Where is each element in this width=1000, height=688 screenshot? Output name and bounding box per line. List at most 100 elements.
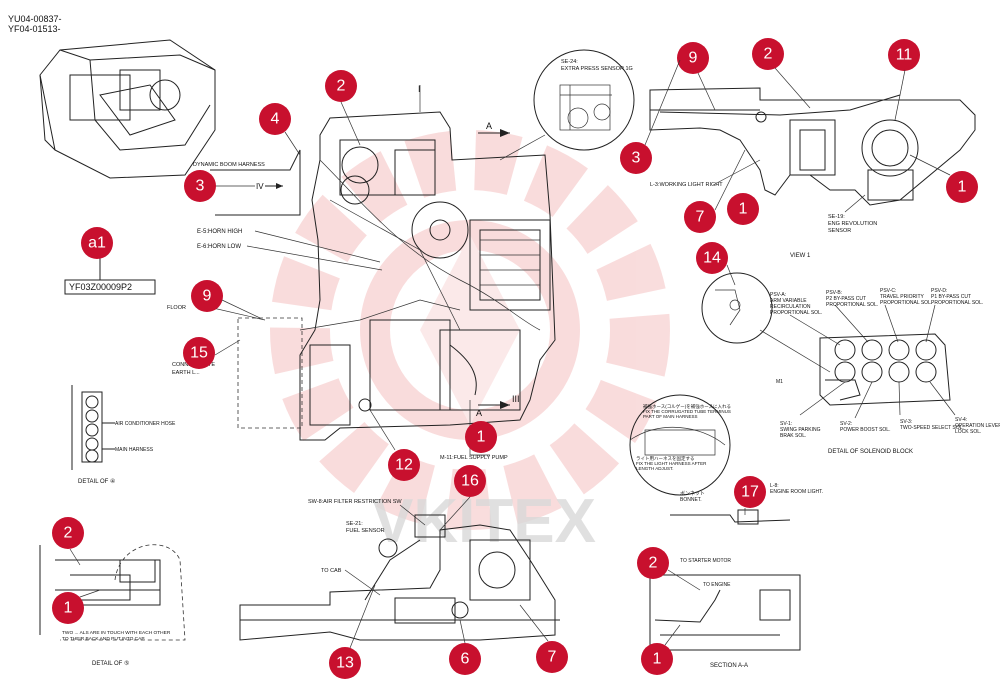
- callout-marker: 17: [734, 476, 766, 508]
- label-jp-note-1: 補強ホース(コルゲー)を補強ホースに入れる FIX THE CORRUGATED…: [643, 403, 732, 419]
- callout-marker: 4: [259, 103, 291, 135]
- label-horn-low: E-6:HORN LOW: [197, 244, 241, 250]
- svg-text:16: 16: [461, 473, 479, 490]
- callout-marker: 11: [888, 39, 920, 71]
- main-machine-details: [299, 85, 541, 456]
- callout-marker: 2: [52, 517, 84, 549]
- label-engine-room-light: L-8:ENGINE ROOM LIGHT.: [770, 483, 823, 495]
- svg-text:a1: a1: [88, 235, 106, 252]
- label-to-engine: TO ENGINE: [703, 582, 731, 588]
- svg-text:1: 1: [653, 651, 662, 668]
- section-arrow-a-top: A: [478, 121, 510, 137]
- svg-text:2: 2: [764, 46, 773, 63]
- excavator-perspective: [39, 39, 216, 179]
- label-section-aa: SECTION A-A: [710, 663, 748, 669]
- callout-marker: 7: [536, 641, 568, 673]
- label-horn-high: E-5:HORN HIGH: [197, 229, 242, 235]
- watermark-text: VKITEX: [372, 487, 596, 556]
- callout-marker: 13: [329, 647, 361, 679]
- label-detail-of-5: DETAIL OF ⑤: [92, 660, 129, 667]
- view-1-drawing: [649, 87, 976, 206]
- svg-text:7: 7: [696, 209, 705, 226]
- solenoid-leaders: [789, 304, 956, 419]
- engine-bottom-view: [239, 514, 560, 641]
- detail-4-hoses: [71, 385, 115, 470]
- callout-marker: 1: [52, 592, 84, 624]
- callout-marker: 7: [684, 201, 716, 233]
- section-mark-roman3: III: [512, 394, 520, 404]
- svg-text:17: 17: [741, 484, 759, 501]
- svg-text:2: 2: [649, 555, 658, 572]
- callout-marker: 9: [191, 280, 223, 312]
- callout-marker: 6: [449, 643, 481, 675]
- label-view-1: VIEW 1: [790, 253, 811, 259]
- callout-marker: 3: [184, 170, 216, 202]
- section-aa-drawing: [649, 509, 801, 651]
- callout-marker: 2: [752, 38, 784, 70]
- section-mark-roman4: IV: [256, 182, 264, 191]
- callout-marker: 9: [677, 42, 709, 74]
- svg-text:12: 12: [395, 457, 413, 474]
- svg-text:2: 2: [64, 525, 73, 542]
- svg-text:6: 6: [461, 651, 470, 668]
- section-aa-locator: [629, 394, 731, 496]
- svg-text:13: 13: [336, 655, 354, 672]
- part-code: YF03Z00009P2: [69, 282, 132, 292]
- extra-press-sensor-detail: [533, 49, 635, 151]
- label-extra-press-sensor: SE-24: EXTRA PRESS SENSOR 1G: [561, 59, 633, 72]
- callout-leaders: [69, 59, 951, 649]
- svg-text:4: 4: [271, 111, 280, 128]
- callout-marker: 2: [325, 70, 357, 102]
- svg-text:3: 3: [196, 178, 205, 195]
- extra-press-sensor-parts: [559, 84, 612, 131]
- section-mark-a-bottom: A: [476, 408, 482, 418]
- part-code-box: [64, 279, 156, 295]
- label-air-filter-sw: SW-8:AIR FILTER RESTRICTION SW: [308, 499, 402, 505]
- callout-marker: 1: [641, 643, 673, 675]
- solenoid-locator-circle: [701, 272, 773, 344]
- svg-text:7: 7: [548, 649, 557, 666]
- label-main-harness: MAIN HARNESS: [115, 447, 154, 453]
- main-machine-outline: [299, 111, 556, 441]
- svg-text:9: 9: [689, 50, 698, 67]
- label-fuel-sensor: SE-21: FUEL SENSOR: [346, 521, 385, 534]
- svg-text:1: 1: [958, 179, 967, 196]
- label-earth: EARTH L...: [172, 370, 200, 376]
- label-jp-note-2: ライト用ハーネスを固定する FIX THE LIGHT HARNESS AFTE…: [636, 455, 708, 471]
- label-wire-marker: M1: [776, 379, 783, 385]
- svg-text:2: 2: [337, 78, 346, 95]
- detail-5-drawing: [39, 545, 161, 635]
- label-air-conditioner-hose: AIR CONDITIONER HOSE: [115, 421, 176, 427]
- svg-text:1: 1: [477, 429, 486, 446]
- section-aa-locator-parts: [629, 426, 726, 456]
- callout-marker: 14: [696, 242, 728, 274]
- label-floor: FLOOR: [167, 305, 186, 311]
- label-two-seals: TWO ... ALS ARE IN TOUCH WITH EACH OTHER…: [62, 630, 172, 642]
- svg-text:9: 9: [203, 288, 212, 305]
- label-detail-of-4: DETAIL OF ④: [78, 478, 115, 485]
- svg-text:1: 1: [739, 201, 748, 218]
- label-detail-solenoid: DETAIL OF SOLENOID BLOCK: [828, 449, 913, 455]
- label-fuel-supply-pump: M-11:FUEL SUPPLY PUMP: [440, 455, 508, 461]
- callout-marker: 3: [620, 142, 652, 174]
- svg-text:11: 11: [896, 47, 913, 64]
- svg-text:14: 14: [703, 250, 721, 267]
- label-sv3: SV-3:TWO-SPEED SELECT SOL.: [900, 419, 964, 431]
- label-working-light-right: L-3:WORKING LIGHT RIGHT: [650, 182, 723, 188]
- section-mark-a-top: A: [486, 121, 492, 131]
- callout-marker: 1: [946, 171, 978, 203]
- label-to-starter: TO STARTER MOTOR: [680, 558, 731, 564]
- callout-marker: 15: [183, 337, 215, 369]
- label-eng-revolution-sensor: SE-19: ENG REVOLUTION SENSOR: [828, 214, 879, 234]
- callout-marker: 2: [637, 547, 669, 579]
- callout-marker: a1: [81, 227, 113, 259]
